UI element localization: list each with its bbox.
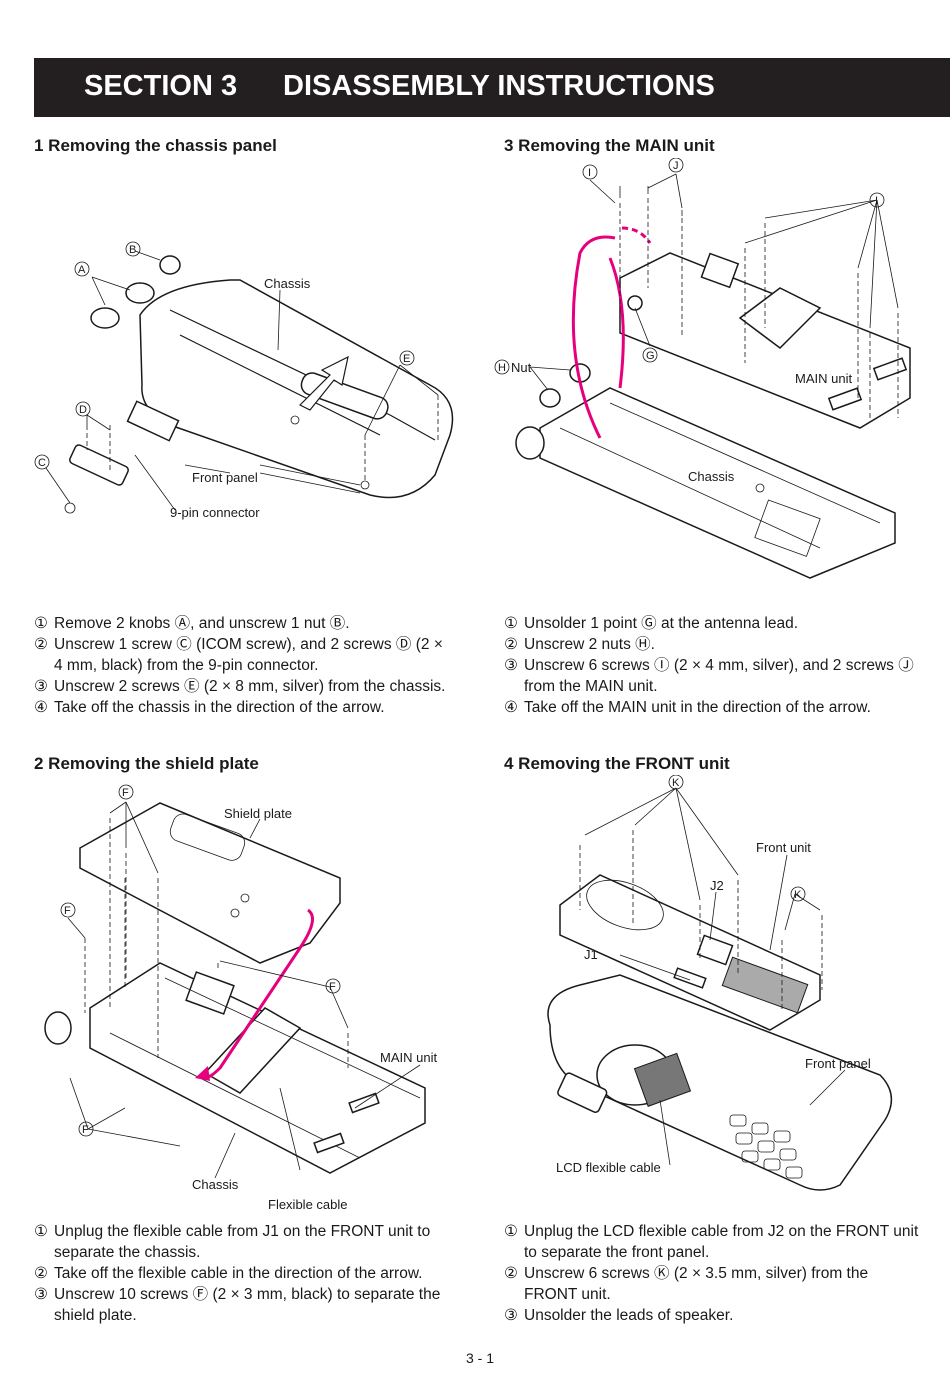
callout-f-bottom: F xyxy=(82,1124,89,1136)
side-connector xyxy=(557,1072,608,1113)
radio-body-shape xyxy=(139,279,454,499)
callout-b: B xyxy=(129,244,136,256)
callout-f-right: F xyxy=(329,981,336,993)
heading-remove-shield-plate: 2 Removing the shield plate xyxy=(34,754,259,773)
flex-cable-arrow-icon xyxy=(195,1066,210,1081)
label-chassis: Chassis xyxy=(192,1177,239,1192)
antenna-connector xyxy=(515,426,545,460)
callout-g: G xyxy=(646,350,655,362)
label-front-panel: Front panel xyxy=(805,1056,871,1071)
section-title: DISASSEMBLY INSTRUCTIONS xyxy=(283,70,715,102)
figure-front-unit: Front unit J2 J1 Front panel LCD flexibl… xyxy=(547,775,893,1191)
callout-f-top: F xyxy=(122,787,129,799)
direction-arrow-icon xyxy=(298,355,349,411)
label-front-unit: Front unit xyxy=(756,840,811,855)
callout-j: J xyxy=(673,160,679,172)
chassis-frame xyxy=(539,387,896,579)
callout-c: C xyxy=(38,457,46,469)
label-main-unit: MAIN unit xyxy=(795,371,852,386)
label-nut: Nut xyxy=(511,360,532,375)
page-number: 3 - 1 xyxy=(466,1350,495,1366)
label-shield-plate: Shield plate xyxy=(224,806,292,821)
figure-chassis-panel: Chassis Front panel 9-pin connector B A … xyxy=(34,241,454,520)
knob-upper xyxy=(125,282,155,304)
main-connector xyxy=(700,252,740,289)
label-chassis: Chassis xyxy=(264,276,311,291)
callout-e: E xyxy=(403,353,410,365)
label-j2: J2 xyxy=(710,878,724,893)
label-9-pin-connector: 9-pin connector xyxy=(170,505,260,520)
main-flex-cable xyxy=(738,287,822,349)
main-unit-board xyxy=(619,252,911,429)
heading-remove-main-unit: 3 Removing the MAIN unit xyxy=(504,136,715,155)
callout-i: I xyxy=(588,167,591,179)
antenna-lead-path xyxy=(571,235,616,439)
callout-h: H xyxy=(498,362,506,374)
antenna-connector xyxy=(44,1011,72,1045)
heading-remove-front-unit: 4 Removing the FRONT unit xyxy=(504,754,730,773)
label-lcd-flexible-cable: LCD flexible cable xyxy=(556,1160,661,1175)
callout-k-top: K xyxy=(672,777,680,789)
shield-plate xyxy=(79,802,341,964)
label-flexible-cable: Flexible cable xyxy=(268,1197,348,1212)
label-main-unit: MAIN unit xyxy=(380,1050,437,1065)
section-number: SECTION 3 xyxy=(84,70,238,102)
main-connector xyxy=(185,971,235,1015)
step-item: ③ Unsolder the leads of speaker. xyxy=(504,1307,734,1324)
knob-lower xyxy=(90,307,120,329)
cover-plate xyxy=(69,444,129,486)
callout-d: D xyxy=(79,404,87,416)
callout-f-left: F xyxy=(64,905,71,917)
callout-k-right: K xyxy=(794,889,802,901)
figure-main-unit: Nut MAIN unit Chassis I J I G H xyxy=(494,158,911,579)
nut-lower xyxy=(539,388,561,408)
label-chassis: Chassis xyxy=(688,469,735,484)
figure-shield-plate: Shield plate MAIN unit Chassis Flexible … xyxy=(44,784,437,1212)
callout-a: A xyxy=(78,264,86,276)
keypad xyxy=(729,1114,803,1179)
heading-remove-chassis-panel: 1 Removing the chassis panel xyxy=(34,136,277,155)
label-front-panel: Front panel xyxy=(192,470,258,485)
j1-connector xyxy=(673,967,707,989)
lcd-flexible-cable-shape xyxy=(633,1052,692,1107)
label-j1: J1 xyxy=(584,947,598,962)
j2-connector xyxy=(696,934,734,966)
front-unit-display-area xyxy=(721,956,809,1014)
callout-i-right: I xyxy=(875,195,878,207)
nut-ring xyxy=(159,255,181,275)
section-banner: SECTION 3 DISASSEMBLY INSTRUCTIONS xyxy=(34,58,950,117)
solder-point-g xyxy=(627,295,643,311)
connector-plate xyxy=(126,400,180,442)
